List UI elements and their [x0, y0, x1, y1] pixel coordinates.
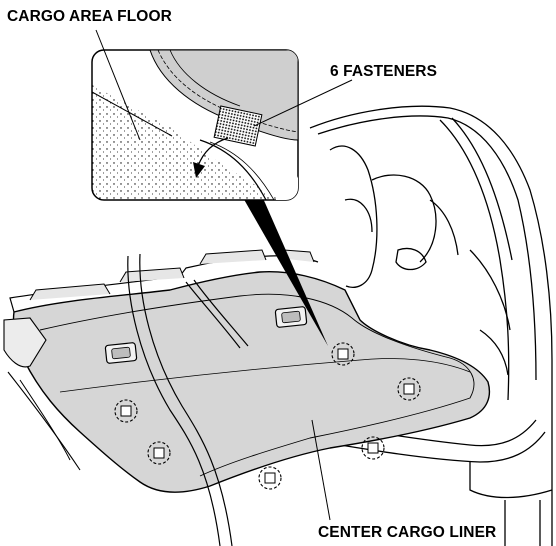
- fastener-clips: [114, 342, 421, 490]
- fastener-clip-icon: [258, 466, 282, 490]
- cargo-area-floor-label: CARGO AREA FLOOR: [7, 8, 172, 25]
- curved-arrow-icon: [197, 137, 229, 167]
- detail-inset: [91, 49, 299, 201]
- detail-pointer: [242, 196, 328, 346]
- leader-lines: [95, 29, 353, 521]
- fastener-clip-icon: [213, 105, 263, 147]
- fastener-clip-icon: [147, 441, 171, 465]
- fasteners-label: 6 FASTENERS: [330, 63, 438, 80]
- fastener-clip-icon: [114, 399, 138, 423]
- center-cargo-liner-label: CENTER CARGO LINER: [318, 524, 497, 541]
- fastener-clip-icon: [397, 377, 421, 401]
- fastener-clip-icon: [331, 342, 355, 366]
- cargo-liner: [3, 249, 491, 546]
- fastener-clip-icon: [361, 436, 385, 460]
